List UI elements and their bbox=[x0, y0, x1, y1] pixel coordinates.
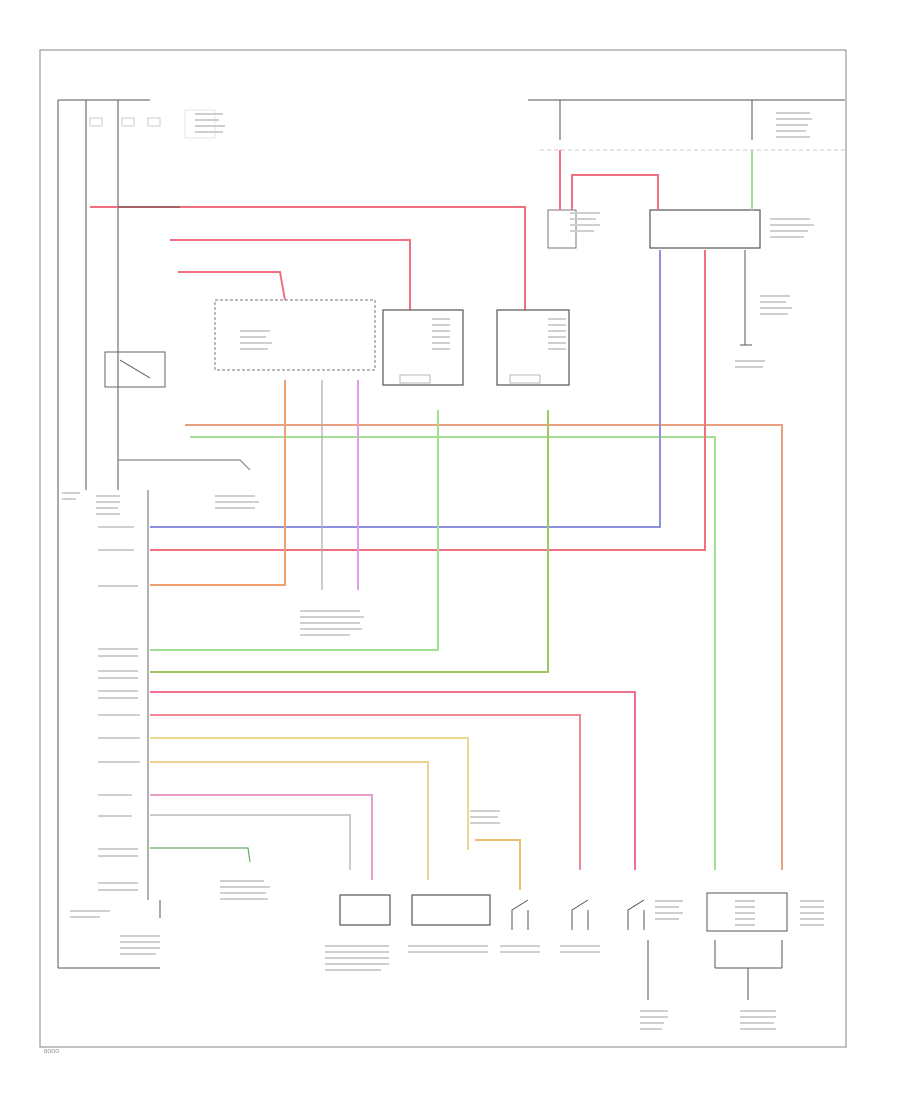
seat-belt-module bbox=[411, 894, 491, 926]
warning-lamp-cluster bbox=[706, 892, 788, 932]
switch-b bbox=[571, 899, 589, 930]
diagram-frame bbox=[39, 49, 847, 1048]
relay-left bbox=[382, 309, 464, 386]
brake-switch-box bbox=[104, 326, 166, 388]
fuse-block-top-left bbox=[85, 109, 216, 140]
module-signal-wires bbox=[150, 250, 706, 890]
red-feed-wires bbox=[90, 206, 526, 310]
relay-right bbox=[496, 309, 570, 386]
generic-electronic-module bbox=[649, 209, 761, 249]
top-right-modules bbox=[528, 99, 845, 346]
left-power-bus bbox=[57, 99, 216, 969]
faint-label-marks bbox=[62, 112, 824, 1030]
pcm-module bbox=[547, 209, 577, 249]
instrument-cluster-module bbox=[214, 299, 376, 371]
bottom-components bbox=[159, 892, 788, 1000]
switch-c bbox=[627, 899, 645, 930]
switch-a bbox=[511, 899, 529, 930]
crossover-wires bbox=[118, 424, 783, 870]
diagram-code: BOOO bbox=[44, 1049, 59, 1055]
trans-range-sensor bbox=[339, 894, 391, 926]
